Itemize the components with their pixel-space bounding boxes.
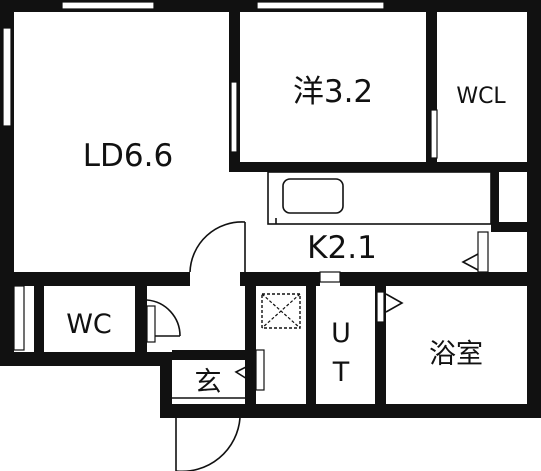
kitchen-counter — [267, 171, 492, 225]
window-top-western — [256, 1, 385, 10]
door-bathroom[interactable] — [376, 291, 404, 323]
room-label-utility-u: U — [331, 318, 351, 349]
door-front[interactable] — [175, 417, 241, 471]
door-kitchen-storage[interactable] — [461, 253, 479, 271]
room-label-wc: WC — [66, 309, 112, 340]
window-left-ld — [2, 27, 12, 127]
room-label-utility-t: T — [332, 357, 350, 388]
window-top-ld — [61, 1, 155, 10]
door-ld-entrance[interactable] — [189, 221, 246, 273]
room-label-wcl: WCL — [456, 84, 506, 109]
window-right-lower — [477, 231, 489, 273]
kitchen-sink-icon — [282, 178, 344, 214]
door-utility[interactable] — [234, 271, 341, 391]
room-label-bathroom: 浴室 — [429, 339, 483, 370]
door-wc[interactable] — [146, 299, 181, 343]
window-right-wcl-1 — [430, 109, 438, 159]
washing-machine-icon — [261, 293, 301, 329]
window-left-wc — [13, 285, 25, 351]
room-label-western: 洋3.2 — [293, 74, 373, 110]
room-labels: LD6.6 洋3.2 WCL K2.1 WC 玄 U T 浴室 — [66, 74, 506, 398]
doors — [146, 221, 479, 471]
room-label-entrance: 玄 — [195, 367, 222, 398]
room-label-ld: LD6.6 — [83, 138, 173, 174]
windows — [2, 1, 489, 351]
room-label-kitchen: K2.1 — [307, 230, 377, 266]
window-left-western — [230, 81, 238, 153]
